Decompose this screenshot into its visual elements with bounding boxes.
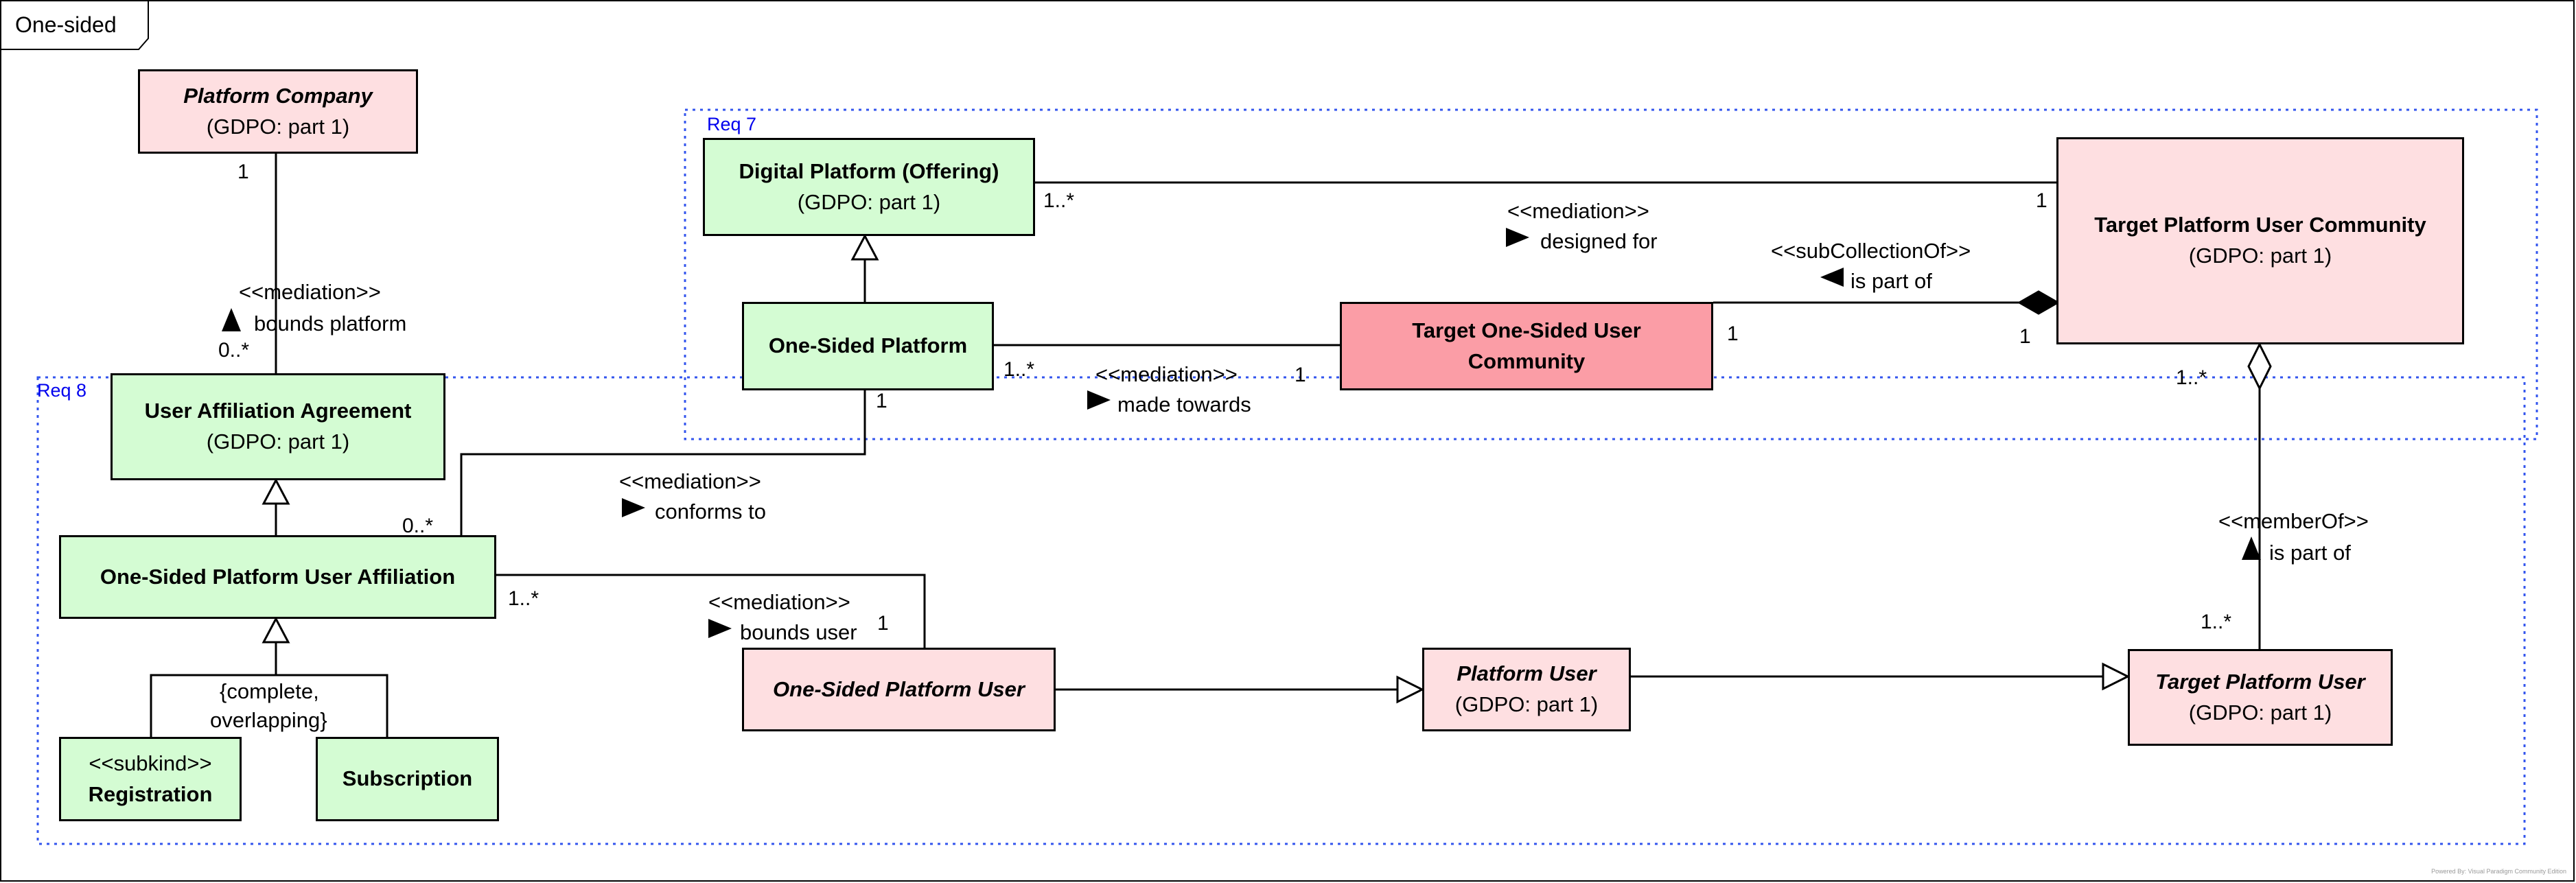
class-registration[interactable]: <<subkind>> Registration xyxy=(59,737,242,821)
gen-set-line xyxy=(150,674,388,737)
direction-up-icon xyxy=(2242,537,2261,560)
class-digital-platform[interactable]: Digital Platform (Offering) (GDPO: part … xyxy=(703,138,1035,236)
direction-up-icon xyxy=(222,308,241,331)
class-target-platform-user[interactable]: Target Platform User (GDPO: part 1) xyxy=(2128,649,2393,746)
class-name: One-Sided Platform xyxy=(768,333,968,358)
class-platform-user[interactable]: Platform User (GDPO: part 1) xyxy=(1422,648,1631,731)
class-name: Target Platform User Community xyxy=(2094,213,2426,237)
made-towards-stereotype: <<mediation>> xyxy=(1095,362,1238,386)
direction-left-icon xyxy=(1820,268,1844,287)
class-one-sided-platform-user-affiliation[interactable]: One-Sided Platform User Affiliation xyxy=(59,535,496,619)
bounds-platform-name: bounds platform xyxy=(254,311,407,335)
class-name: Digital Platform (Offering) xyxy=(739,158,999,183)
class-name: User Affiliation Agreement xyxy=(144,399,412,423)
sub-collection-stereotype: <<subCollectionOf>> xyxy=(1771,239,1971,263)
class-name: One-Sided Platform User Affiliation xyxy=(100,564,456,589)
designed-for-name: designed for xyxy=(1540,229,1658,253)
class-note: (GDPO: part 1) xyxy=(206,429,350,454)
class-note: (GDPO: part 1) xyxy=(797,189,941,214)
bounds-user-mult-right: 1 xyxy=(877,612,889,635)
sub-collection-mult-left: 1 xyxy=(1727,322,1739,345)
req8-region xyxy=(36,376,2526,845)
bounds-user-mult-left: 1..* xyxy=(508,587,539,610)
class-one-sided-platform-user[interactable]: One-Sided Platform User xyxy=(742,648,1056,731)
bounds-platform-stereotype: <<mediation>> xyxy=(239,280,381,304)
gen-user-arrowhead xyxy=(1396,675,1425,704)
member-of-name: is part of xyxy=(2269,541,2351,565)
composition-diamond xyxy=(2017,290,2061,315)
gen-set-constraint-line2: overlapping} xyxy=(210,708,327,732)
bounds-user-line xyxy=(496,574,926,648)
direction-right-icon xyxy=(1506,228,1529,247)
gen-osp-arrowhead xyxy=(850,233,879,261)
class-stereotype: <<subkind>> xyxy=(89,751,212,775)
req7-region xyxy=(684,108,2538,440)
designed-for-stereotype: <<mediation>> xyxy=(1507,199,1649,223)
gen-set-arrowhead xyxy=(262,616,290,644)
class-name: Target Platform User xyxy=(2155,669,2365,694)
direction-right-icon xyxy=(622,498,645,517)
class-one-sided-platform[interactable]: One-Sided Platform xyxy=(742,302,994,390)
bounds-platform-mult-bottom: 0..* xyxy=(218,339,250,362)
gen-set-constraint-line1: {complete, xyxy=(220,679,319,703)
class-name: Registration xyxy=(88,781,213,806)
class-note: (GDPO: part 1) xyxy=(206,114,350,139)
bounds-user-stereotype: <<mediation>> xyxy=(708,590,850,614)
class-note: (GDPO: part 1) xyxy=(1454,692,1599,716)
footer-watermark: Powered By: Visual Paradigm Community Ed… xyxy=(2431,868,2566,875)
class-name: One-Sided Platform User xyxy=(773,676,1025,701)
class-subscription[interactable]: Subscription xyxy=(316,737,499,821)
class-name: Platform User xyxy=(1457,661,1597,686)
bounds-user-name: bounds user xyxy=(740,620,857,644)
class-user-affiliation-agreement[interactable]: User Affiliation Agreement (GDPO: part 1… xyxy=(111,373,445,480)
diagram-title: One-sided xyxy=(15,12,117,37)
direction-right-icon xyxy=(708,619,732,638)
gen-affiliation-arrowhead xyxy=(262,478,290,505)
sub-collection-mult-right: 1 xyxy=(2019,325,2031,348)
member-of-mult-bottom: 1..* xyxy=(2201,611,2232,633)
designed-for-mult-right: 1 xyxy=(2036,189,2047,212)
class-target-platform-user-community[interactable]: Target Platform User Community (GDPO: pa… xyxy=(2056,137,2464,344)
aggregation-diamond xyxy=(2247,342,2272,391)
sub-collection-name: is part of xyxy=(1850,269,1932,293)
req7-label: Req 7 xyxy=(707,114,757,134)
diagram-title-tab: One-sided xyxy=(0,0,150,51)
title-tab-outline xyxy=(0,0,149,50)
req8-label: Req 8 xyxy=(37,380,87,401)
conforms-to-stereotype: <<mediation>> xyxy=(619,469,761,493)
bounds-platform-mult-top: 1 xyxy=(237,161,249,183)
made-towards-mult-left: 1..* xyxy=(1003,358,1035,381)
made-towards-mult-right: 1 xyxy=(1295,364,1306,386)
class-name: Platform Company xyxy=(183,83,373,108)
member-of-mult-top: 1..* xyxy=(2176,366,2207,389)
member-of-stereotype: <<memberOf>> xyxy=(2218,509,2369,533)
conforms-to-name: conforms to xyxy=(655,499,766,523)
gen-target-user-arrowhead xyxy=(2102,662,2131,691)
made-towards-name: made towards xyxy=(1117,392,1251,416)
class-name: Target One-Sided User Community xyxy=(1412,318,1641,373)
conforms-to-line xyxy=(460,390,866,535)
class-note: (GDPO: part 1) xyxy=(2188,244,2332,268)
conforms-to-mult-top: 1 xyxy=(876,390,887,412)
designed-for-mult-left: 1..* xyxy=(1043,189,1075,212)
class-platform-company[interactable]: Platform Company (GDPO: part 1) xyxy=(138,69,418,154)
class-note: (GDPO: part 1) xyxy=(2188,700,2332,725)
class-name: Subscription xyxy=(342,766,473,791)
conforms-to-mult-bottom: 0..* xyxy=(402,515,434,537)
class-target-one-sided-community[interactable]: Target One-Sided User Community xyxy=(1340,302,1713,390)
direction-right-icon xyxy=(1087,390,1111,410)
